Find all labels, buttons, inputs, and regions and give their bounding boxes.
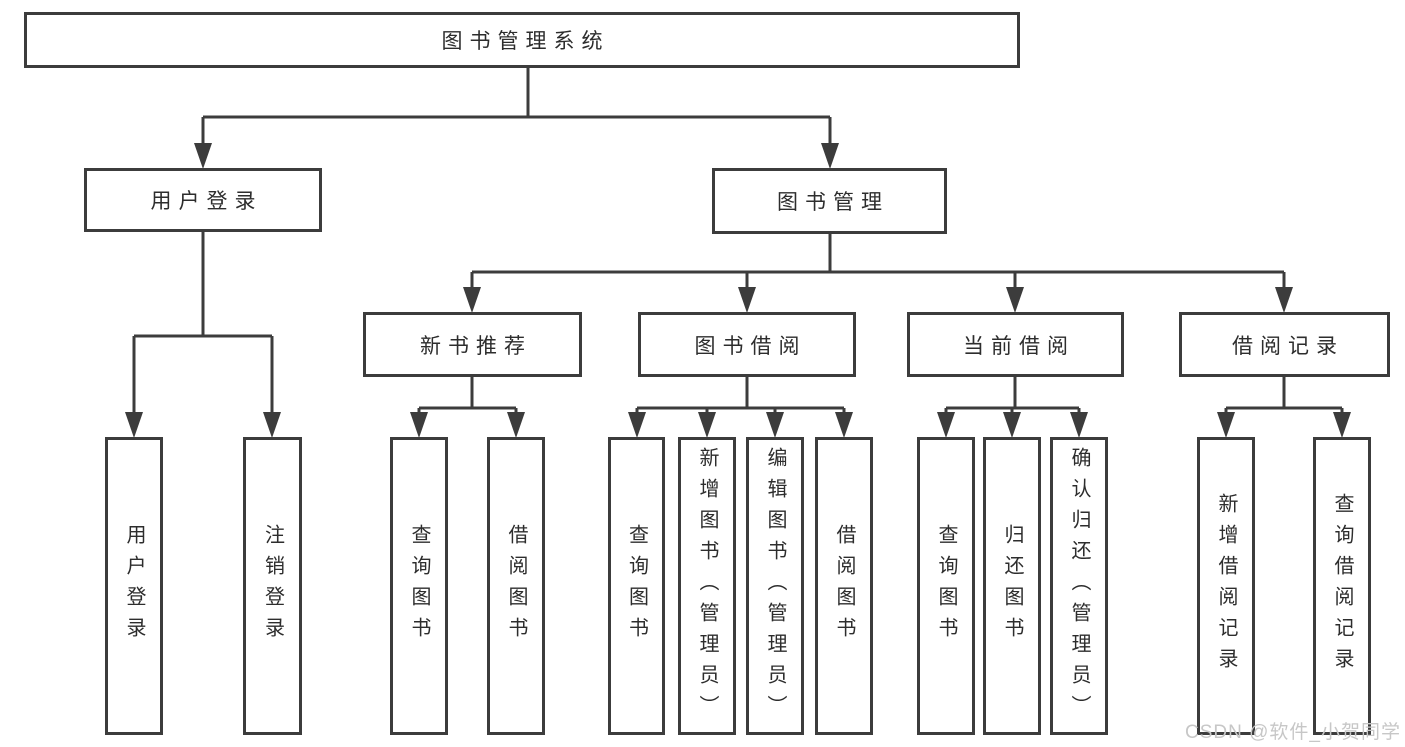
- csdn-watermark: CSDN @软件_小贺同学: [1185, 722, 1401, 743]
- leaf-logout: 注销登录: [243, 437, 302, 735]
- node-root-system: 图书管理系统: [24, 12, 1020, 68]
- leaf-borrow-edit-admin: 编辑图书（管理员）: [746, 437, 804, 735]
- node-borrow-records: 借阅记录: [1179, 312, 1390, 377]
- leaf-records-add: 新增借阅记录: [1197, 437, 1255, 735]
- leaf-borrow-query: 查询图书: [608, 437, 665, 735]
- leaf-records-query: 查询借阅记录: [1313, 437, 1371, 735]
- leaf-borrow-add-admin: 新增图书（管理员）: [678, 437, 736, 735]
- leaf-newbook-query: 查询图书: [390, 437, 448, 735]
- node-current-borrow: 当前借阅: [907, 312, 1124, 377]
- leaf-borrow-borrow: 借阅图书: [815, 437, 873, 735]
- leaf-user-login: 用户登录: [105, 437, 163, 735]
- node-book-borrow: 图书借阅: [638, 312, 856, 377]
- leaf-current-query: 查询图书: [917, 437, 975, 735]
- node-new-book-recommend: 新书推荐: [363, 312, 582, 377]
- node-book-management: 图书管理: [712, 168, 947, 234]
- node-user-login: 用户登录: [84, 168, 322, 232]
- leaf-current-confirm-admin: 确认归还（管理员）: [1050, 437, 1108, 735]
- leaf-newbook-borrow: 借阅图书: [487, 437, 545, 735]
- leaf-current-return: 归还图书: [983, 437, 1041, 735]
